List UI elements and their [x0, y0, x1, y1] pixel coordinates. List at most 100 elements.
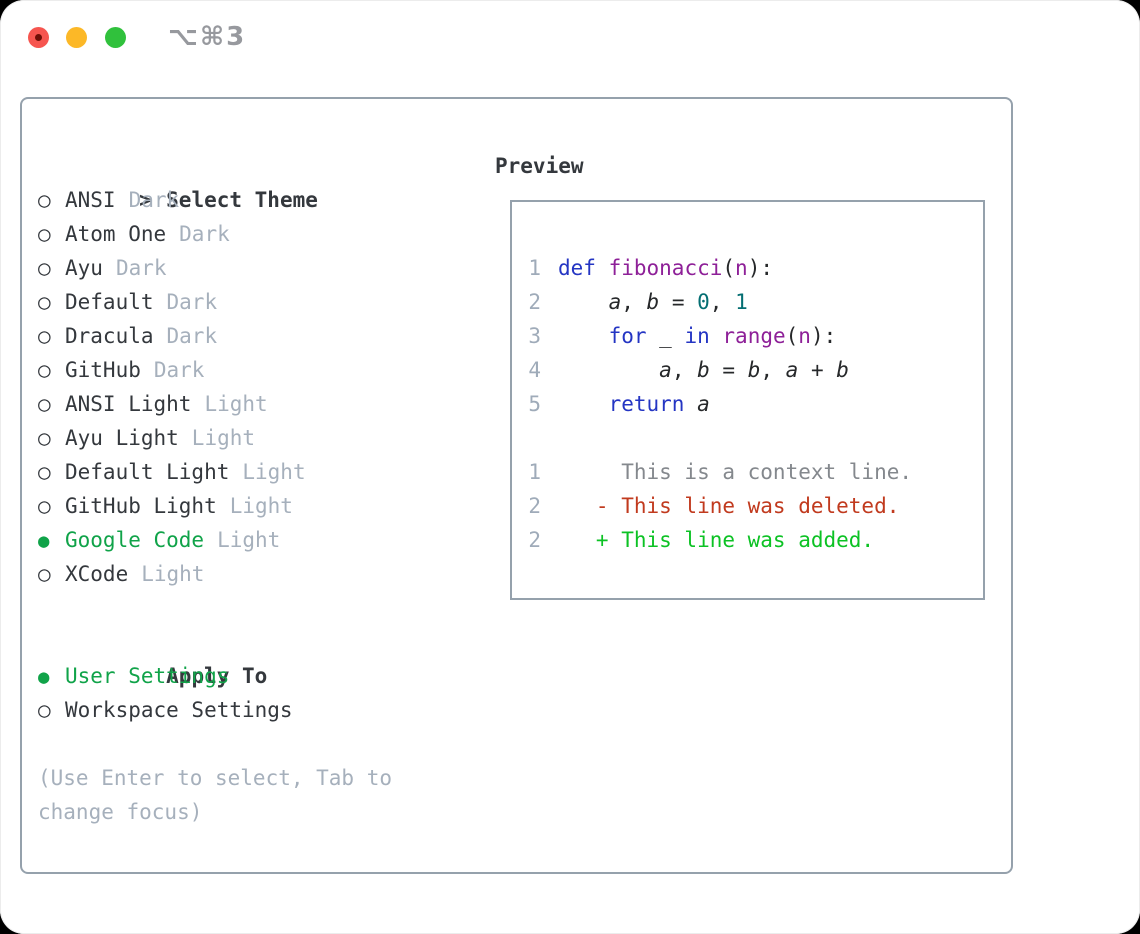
theme-option-ansi[interactable]: ○ ANSI Dark: [38, 183, 488, 217]
diff-line: 2 - This line was deleted.: [528, 489, 983, 523]
theme-variant-tag: Dark: [166, 324, 218, 348]
theme-variant-tag: Light: [191, 426, 256, 450]
theme-option-ayu[interactable]: ○ Ayu Dark: [38, 251, 488, 285]
hint-line-2: change focus): [38, 800, 203, 824]
radio-icon: ○: [38, 290, 51, 314]
line-number: 2: [528, 290, 541, 314]
radio-selected-icon: ●: [38, 530, 50, 552]
zoom-button[interactable]: [105, 27, 126, 48]
line-content: + This line was added.: [558, 528, 875, 552]
apply-name: Workspace Settings: [65, 698, 293, 722]
code-line: 4 a, b = b, a + b: [528, 353, 983, 387]
theme-name: Google Code: [65, 528, 205, 552]
apply-name: User Settings: [65, 664, 230, 688]
code-line: 1 def fibonacci(n):: [528, 251, 983, 285]
theme-option-github[interactable]: ○ GitHub Dark: [38, 353, 488, 387]
titlebar: ⌥⌘3: [0, 0, 1140, 78]
hint-line-1: (Use Enter to select, Tab to: [38, 766, 393, 790]
code-line: 2 a, b = 0, 1: [528, 285, 983, 319]
line-number: 4: [528, 358, 541, 382]
apply-to-header: Apply To: [38, 625, 488, 688]
theme-name: ANSI Light: [65, 392, 192, 416]
radio-icon: ○: [38, 392, 51, 416]
focus-caret-icon: >: [139, 188, 152, 212]
radio-icon: ○: [38, 460, 51, 484]
hint-text: (Use Enter to select, Tab to change focu…: [38, 761, 488, 829]
radio-icon: ○: [38, 358, 51, 382]
apply-options-list: ● User Settings ○ Workspace Settings: [38, 659, 488, 727]
spacer: [38, 727, 488, 761]
theme-name: ANSI: [65, 188, 116, 212]
diff-line: 2 + This line was added.: [528, 523, 983, 557]
line-number: 2: [528, 528, 541, 552]
theme-variant-tag: Light: [217, 528, 281, 552]
theme-option-dracula[interactable]: ○ Dracula Dark: [38, 319, 488, 353]
apply-to-label: Apply To: [166, 664, 268, 688]
apply-option-workspace-settings[interactable]: ○ Workspace Settings: [38, 693, 488, 727]
select-theme-header: > Select Theme: [38, 149, 488, 212]
theme-variant-tag: Dark: [153, 358, 205, 382]
minimize-button[interactable]: [66, 27, 87, 48]
radio-selected-icon: ●: [38, 666, 50, 688]
apply-option-user-settings[interactable]: ● User Settings: [38, 659, 488, 693]
code-line: 5 return a: [528, 387, 983, 421]
line-content: - This line was deleted.: [558, 494, 900, 518]
theme-name: Dracula: [65, 324, 154, 348]
theme-variant-tag: Light: [242, 460, 306, 484]
theme-name: Ayu Light: [65, 426, 179, 450]
theme-name: Ayu: [65, 256, 103, 280]
theme-name: GitHub: [65, 358, 141, 382]
theme-variant-tag: Dark: [128, 188, 180, 212]
line-number: 3: [528, 324, 541, 348]
line-number: 1: [528, 460, 541, 484]
theme-name: Atom One: [65, 222, 167, 246]
theme-name: Default: [65, 290, 154, 314]
diff-line: 1 This is a context line.: [528, 455, 983, 489]
theme-variant-tag: Light: [141, 562, 205, 586]
radio-icon: ○: [38, 426, 51, 450]
theme-variant-tag: Light: [229, 494, 293, 518]
theme-option-ayu-light[interactable]: ○ Ayu Light Light: [38, 421, 488, 455]
theme-name: Default Light: [65, 460, 230, 484]
select-theme-label: Select Theme: [166, 188, 318, 212]
theme-variant-tag: Dark: [115, 256, 167, 280]
radio-icon: ○: [38, 222, 51, 246]
radio-icon: ○: [38, 698, 51, 722]
theme-option-github-light[interactable]: ○ GitHub Light Light: [38, 489, 488, 523]
line-content: a, b = 0, 1: [608, 290, 748, 314]
theme-variant-tag: Light: [204, 392, 268, 416]
preview-label: Preview: [495, 154, 584, 178]
theme-name: GitHub Light: [65, 494, 217, 518]
line-number: 2: [528, 494, 541, 518]
theme-name: XCode: [65, 562, 129, 586]
line-content: def fibonacci(n):: [558, 256, 773, 280]
line-content: a, b = b, a + b: [659, 358, 849, 382]
theme-variant-tag: Dark: [179, 222, 230, 246]
line-number: 5: [528, 392, 541, 416]
theme-variant-tag: Dark: [166, 290, 218, 314]
line-number: 1: [528, 256, 541, 280]
code-line: 3 for _ in range(n):: [528, 319, 983, 353]
radio-icon: ○: [38, 256, 51, 280]
theme-option-ansi-light[interactable]: ○ ANSI Light Light: [38, 387, 488, 421]
close-button[interactable]: [28, 27, 49, 48]
window-title: ⌥⌘3: [168, 22, 247, 52]
radio-icon: ○: [38, 324, 51, 348]
radio-icon: ○: [38, 188, 51, 212]
line-content: This is a context line.: [558, 460, 913, 484]
radio-icon: ○: [38, 494, 51, 518]
theme-option-default-light[interactable]: ○ Default Light Light: [38, 455, 488, 489]
theme-option-google-code[interactable]: ● Google Code Light: [38, 523, 488, 557]
line-content: for _ in range(n):: [608, 324, 837, 348]
spacer: [38, 591, 488, 625]
theme-option-atom-one[interactable]: ○ Atom One Dark: [38, 217, 488, 251]
theme-option-default[interactable]: ○ Default Dark: [38, 285, 488, 319]
blank-line: [528, 421, 983, 455]
